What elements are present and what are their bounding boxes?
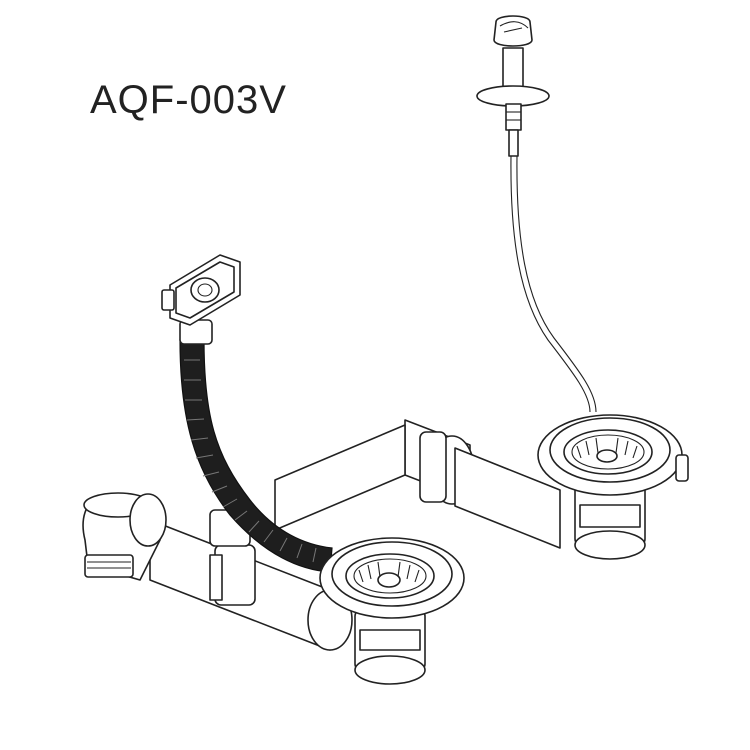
right-basket-strainer (537, 414, 689, 560)
elbow-outlet (82, 492, 167, 581)
left-basket-strainer (319, 537, 465, 685)
overflow-cover (161, 254, 241, 326)
model-code: AQF-003V (90, 78, 287, 122)
connecting-pipe (274, 419, 561, 549)
corrugated-overflow-hose (179, 319, 333, 573)
control-cable (510, 155, 597, 413)
pop-up-knob (476, 15, 550, 157)
